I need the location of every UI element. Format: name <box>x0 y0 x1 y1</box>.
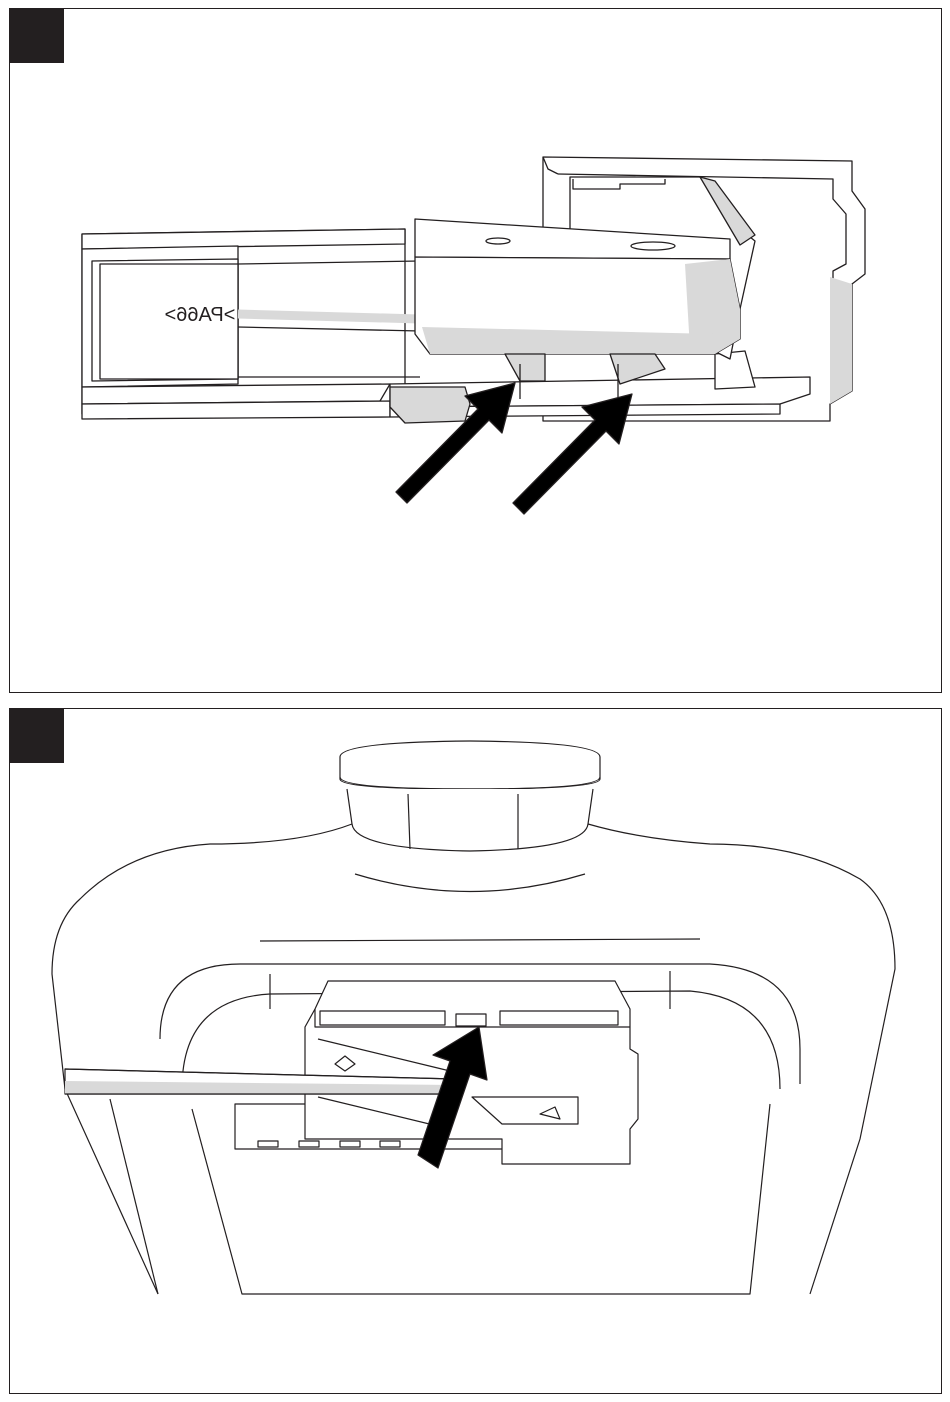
part-marking-text: >PA66> <box>165 304 236 326</box>
step-panel-1: >PA66> <box>9 8 942 693</box>
step-panel-2 <box>9 708 942 1394</box>
cap <box>340 741 600 892</box>
battery-unit-illustration <box>10 709 943 1395</box>
left-rail <box>82 229 420 419</box>
connector-housing-illustration: >PA66> <box>10 9 943 694</box>
part-marking: >PA66> <box>165 304 236 326</box>
